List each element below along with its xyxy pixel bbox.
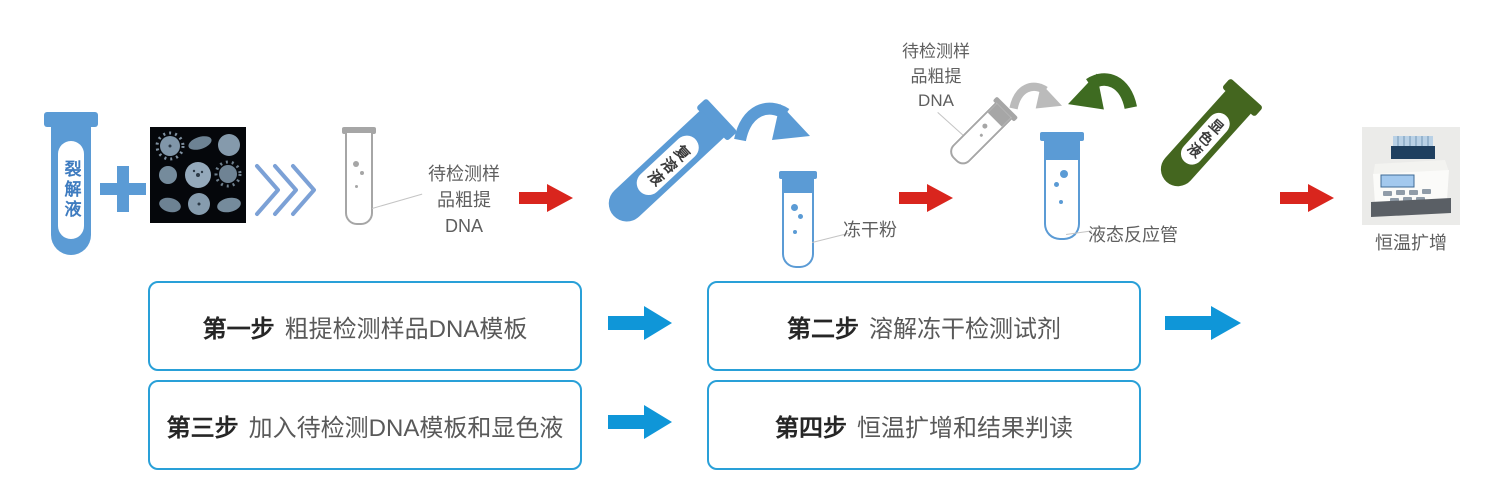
- lysis-tube: 裂解液: [44, 112, 98, 255]
- step-4-prefix: 第四步: [775, 414, 847, 442]
- sample-dna-label-2: 待检测样 品粗提 DNA: [902, 42, 970, 111]
- tube-body: 显色液: [1153, 89, 1253, 194]
- tube-label-area: 裂解液: [58, 141, 84, 239]
- step-2-prefix: 第二步: [787, 315, 859, 343]
- step-box-2: 第二步 溶解冻干检测试剂: [707, 281, 1141, 371]
- red-arrow-1: [519, 182, 575, 219]
- amplifier-label: 恒温扩增: [1375, 233, 1447, 253]
- step-2-text: 溶解冻干检测试剂: [869, 315, 1061, 343]
- sample-dna-label: 待检测样 品粗提 DNA: [428, 164, 500, 237]
- red-arrow-3: [1280, 182, 1336, 219]
- tube-body: 复溶液: [601, 109, 726, 229]
- tube-capfill: [784, 178, 812, 193]
- freeze-dried-label: 冻干粉: [843, 220, 897, 240]
- step-3-text: 加入待检测DNA模板和显色液: [248, 414, 564, 442]
- tube-rim: [1040, 132, 1084, 141]
- step-arrow-icon-3: [608, 402, 672, 447]
- step-arrow-icon-2: [1165, 303, 1243, 348]
- red-arrow-2: [899, 182, 955, 219]
- pathogen-image: [150, 127, 246, 228]
- chromogenic-tube: 显色液: [1149, 77, 1264, 198]
- step-1-text: 粗提检测样品DNA模板: [284, 315, 528, 343]
- lysis-tube-label: 裂解液: [61, 160, 81, 220]
- step-1-prefix: 第一步: [202, 315, 275, 343]
- reaction-tube-label: 液态反应管: [1088, 225, 1178, 245]
- chevron-arrows-icon: [254, 163, 322, 222]
- step-arrow-icon-1: [608, 303, 672, 348]
- sample-tube: [342, 127, 376, 225]
- plus-icon: [100, 166, 146, 212]
- tube-label-area: 显色液: [1176, 108, 1235, 170]
- step-box-4: 第四步 恒温扩增和结果判读: [707, 380, 1141, 470]
- step-4-text: 恒温扩增和结果判读: [857, 414, 1073, 442]
- tube-capfill: [1046, 140, 1078, 160]
- step-3-prefix: 第三步: [166, 414, 239, 442]
- resolve-tube-label: 复溶液: [642, 140, 694, 190]
- reaction-tube: [1040, 132, 1084, 240]
- gray-pour-arrow-icon: [1008, 78, 1062, 126]
- resolve-tube: 复溶液: [596, 98, 738, 234]
- tube-body: [782, 178, 814, 268]
- tube-rim: [342, 127, 376, 134]
- tube-body: [1044, 140, 1080, 240]
- chromogenic-tube-label: 显色液: [1183, 115, 1228, 162]
- tube-cap: [44, 112, 98, 127]
- tube-body: 裂解液: [51, 125, 91, 255]
- tube-rim: [779, 171, 817, 179]
- tube-label-area: 复溶液: [631, 130, 704, 201]
- amplifier-image: [1362, 127, 1460, 230]
- step-box-3: 第三步 加入待检测DNA模板和显色液: [148, 380, 582, 470]
- tube-body: [345, 133, 373, 225]
- green-pour-arrow-icon: [1068, 68, 1138, 129]
- pour-arrow-icon: [732, 96, 810, 163]
- freeze-dried-tube: [779, 171, 817, 268]
- step-box-1: 第一步 粗提检测样品DNA模板: [148, 281, 582, 371]
